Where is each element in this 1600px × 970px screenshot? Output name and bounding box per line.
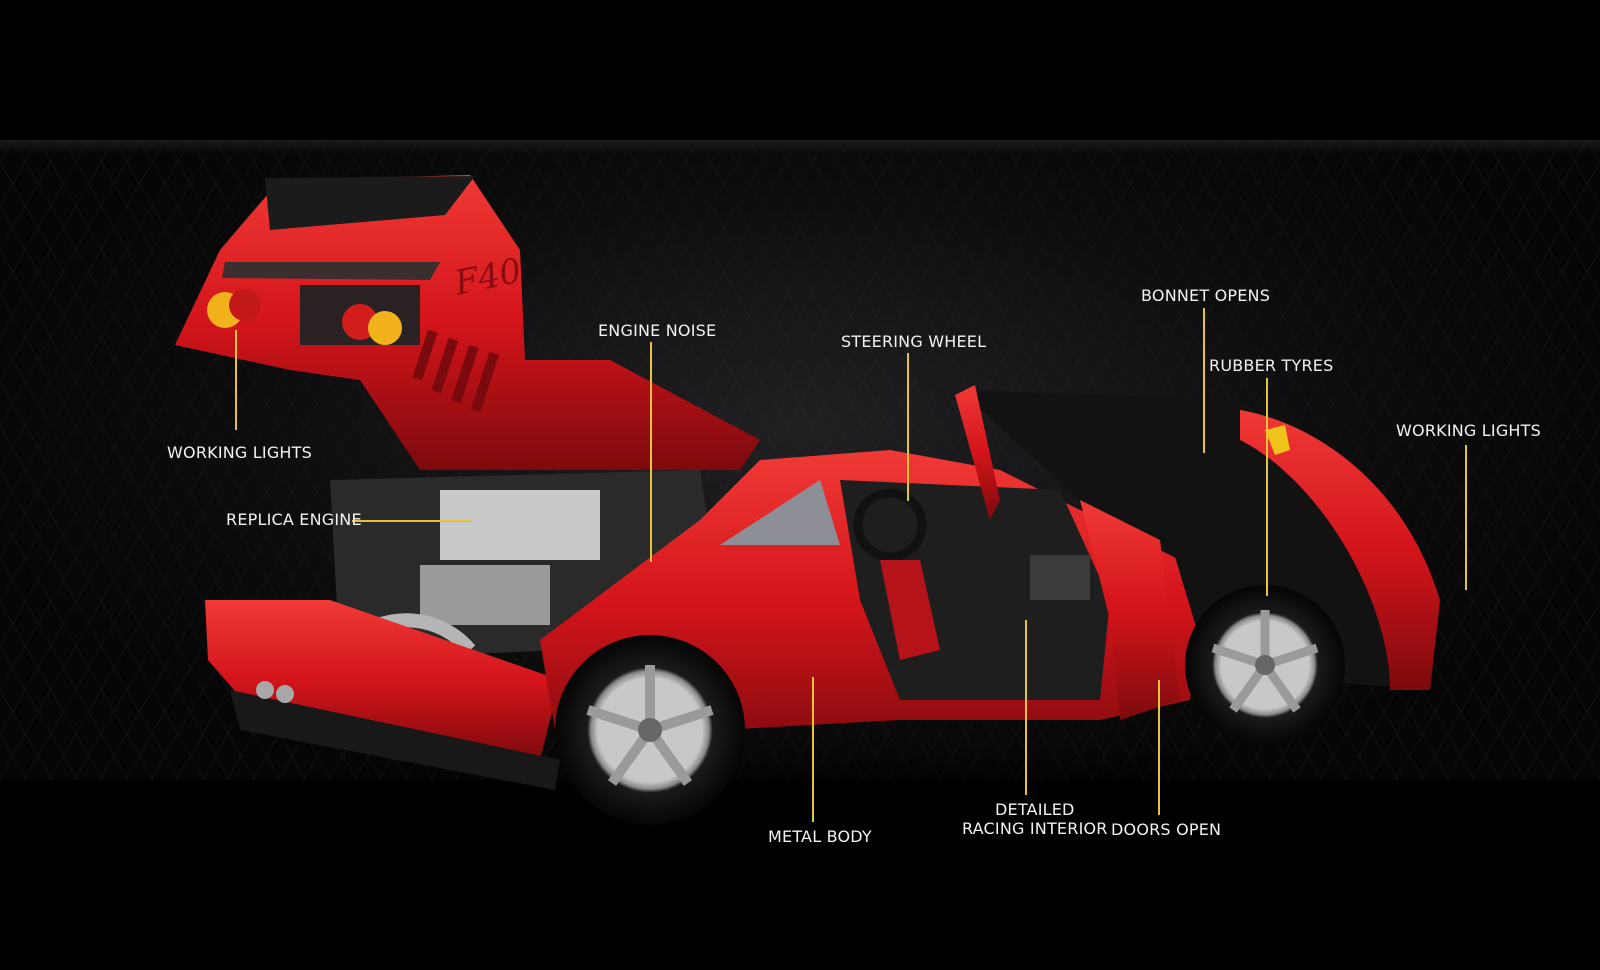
front-hub [1255,655,1275,675]
tail-light-right-2 [368,311,402,345]
exhaust-tip [276,685,294,703]
callout-line-steering-wheel [907,353,909,501]
open-door [1080,500,1180,720]
side-window [720,480,840,545]
callout-line-engine-noise [650,342,652,562]
rear-grille [222,262,440,280]
front-fender [1240,410,1440,690]
label-replica-engine: REPLICA ENGINE [226,510,362,529]
rear-wing [265,176,475,230]
bonnet-edge [955,385,1000,520]
rear-diffuser [230,690,560,790]
callout-line-working-lights-front [1465,445,1467,590]
label-rubber-tyres: RUBBER TYRES [1209,356,1334,375]
label-metal-body: METAL BODY [768,827,872,846]
steering-wheel [853,488,927,562]
label-detailed-racing-interior: DETAILED RACING INTERIOR [962,800,1108,838]
label-detailed-line1: DETAILED [995,800,1075,819]
callout-line-replica-engine [352,520,472,522]
callout-line-rubber-tyres [1266,378,1268,596]
exhaust-tip [256,681,274,699]
prancing-horse-badge [1265,425,1290,455]
tail-light-left-2 [229,289,261,321]
callout-line-doors-open [1158,680,1160,815]
label-doors-open: DOORS OPEN [1111,820,1222,839]
label-steering-wheel: STEERING WHEEL [841,332,987,351]
label-engine-noise: ENGINE NOISE [598,321,717,340]
callout-line-metal-body [812,677,814,822]
dashboard-radio [1030,555,1090,600]
callout-line-bonnet-opens [1203,308,1205,453]
label-working-lights-front: WORKING LIGHTS [1396,421,1541,440]
rear-hub [638,718,662,742]
racing-seat [880,560,940,660]
engine-cover [175,175,760,470]
label-bonnet-opens: BONNET OPENS [1141,286,1271,305]
label-detailed-line2: RACING INTERIOR [962,819,1108,838]
callout-line-detailed-interior [1025,620,1027,795]
callout-line-working-lights-rear [235,330,237,430]
engine-intake [420,565,550,625]
label-working-lights-rear: WORKING LIGHTS [167,443,312,462]
replica-engine-block [440,490,600,560]
engine-cover-vents [412,329,500,413]
